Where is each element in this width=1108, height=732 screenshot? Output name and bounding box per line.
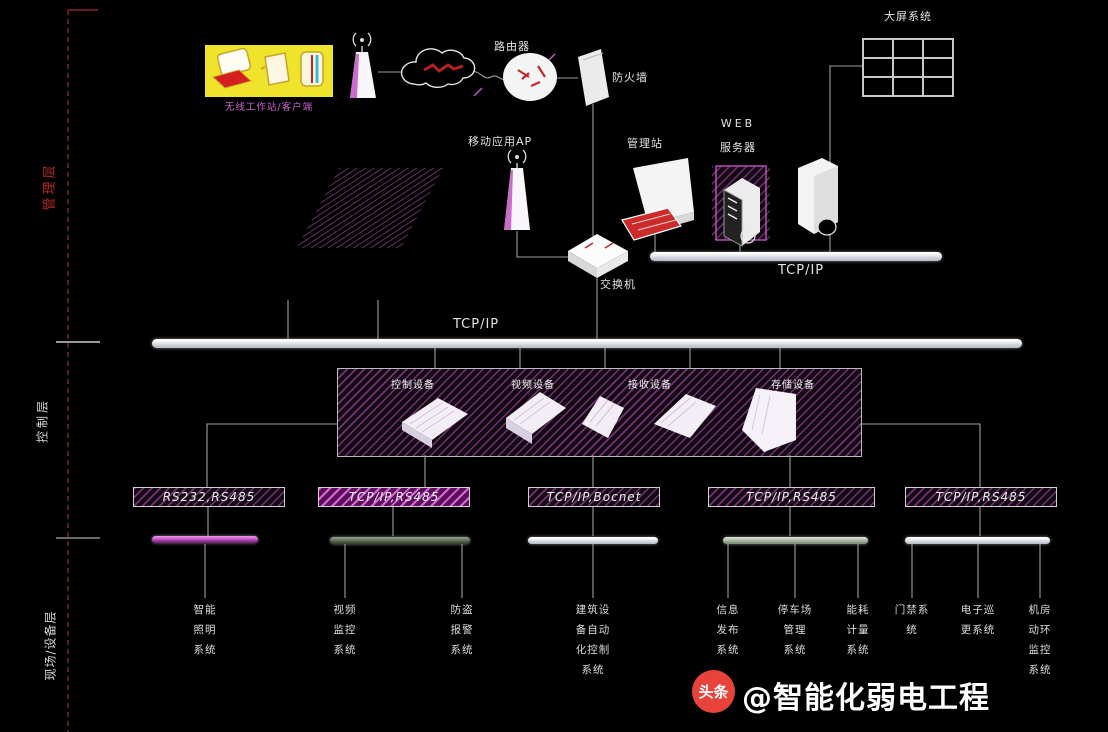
wireless-clients-caption: 无线工作站/客户端: [224, 102, 314, 113]
auxiliary-device-icon: [798, 158, 838, 236]
video-wall-icon: [862, 38, 954, 97]
system-label-patrol: 电子巡更系统: [960, 604, 996, 636]
device-icon: [654, 394, 716, 438]
layer-boundary-lines: [67, 9, 98, 732]
system-label-burglar-alarm: 防盗报警 系统: [450, 604, 474, 656]
system-label-cctv: 视频监控 系统: [333, 604, 357, 656]
top-tcpip-label: TCP/IP: [778, 263, 825, 278]
system-label-machine-room: 机房动环 监控系统: [1028, 604, 1052, 676]
storage-device-icon: [742, 388, 796, 452]
monitor-icon: [260, 52, 290, 86]
wireless-clients-panel: [205, 45, 333, 97]
system-label-access-control: 门禁系统: [894, 604, 930, 636]
protocol-box-5: TCP/IP,RS485: [905, 487, 1057, 507]
protocol-box-4: TCP/IP,RS485: [708, 487, 875, 507]
web-server-icon: [715, 165, 767, 247]
web-server-label-line1: WEB: [720, 117, 756, 130]
router-icon: [473, 53, 557, 101]
system-label-lighting: 智能照明 系统: [193, 604, 217, 656]
field-bus-5: [905, 537, 1050, 544]
video-device-icon: [506, 392, 566, 444]
system-label-parking: 停车场管理 系统: [777, 604, 813, 656]
field-bus-3: [528, 537, 658, 544]
access-device-icon: [582, 396, 624, 438]
field-bus-4: [723, 537, 868, 544]
router-label: 路由器: [494, 40, 530, 53]
laptop-icon: [211, 47, 253, 89]
device-label-video: 视频设备: [511, 380, 555, 391]
top-tcpip-bus: [650, 252, 942, 261]
backbone-tcpip-label: TCP/IP: [453, 317, 500, 332]
protocol-box-2: TCP/IP,RS485: [318, 487, 470, 507]
device-label-control: 控制设备: [391, 380, 435, 391]
switch-icon: [568, 234, 628, 278]
system-label-building-automation: 建筑设备自动 化控制系统: [575, 604, 611, 676]
management-station-icon: [621, 158, 694, 241]
firewall-icon: [578, 49, 609, 106]
mobile-ap-label: 移动应用AP: [468, 135, 533, 148]
switch-label: 交换机: [600, 278, 636, 291]
field-bus-1: [152, 536, 258, 543]
field-bus-2: [330, 537, 470, 544]
device-label-access: 接收设备: [628, 380, 672, 391]
protocol-box-3: TCP/IP,Bocnet: [528, 487, 660, 507]
handheld-icon: [300, 51, 324, 87]
mobile-ap-icon: [504, 149, 530, 230]
video-wall-label: 大屏系统: [884, 10, 932, 23]
system-label-info-release: 信息发布 系统: [716, 604, 740, 656]
client-device-icons: [211, 47, 324, 89]
firewall-label: 防火墙: [612, 71, 648, 84]
watermark-text: @智能化弱电工程: [742, 681, 990, 716]
internet-cloud-icon: [400, 48, 476, 89]
backbone-tcpip-bus: [152, 339, 1022, 348]
wireless-ap-icon: [350, 32, 376, 98]
watermark-badge: 头条: [692, 670, 735, 713]
device-label-storage: 存储设备: [771, 380, 815, 391]
management-station-label: 管理站: [627, 137, 663, 150]
controller-device-icon: [402, 398, 468, 448]
system-label-energy-metering: 能耗计量 系统: [846, 604, 870, 656]
protocol-box-1: RS232,RS485: [133, 487, 285, 507]
web-server-label-line2: 服务器: [720, 141, 756, 154]
